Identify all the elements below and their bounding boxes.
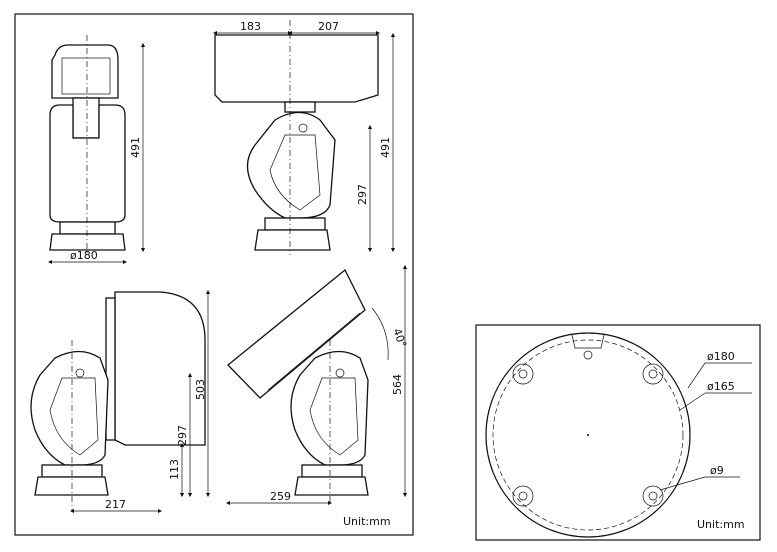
front-height-label: 491 [129,137,142,158]
left-frame [14,13,414,536]
right-frame [475,324,761,541]
side-left-width-label: 183 [240,20,261,33]
unit-label-right: Unit:mm [697,518,745,531]
mounting-holes [512,363,664,507]
front-base-diameter-label: ø180 [70,249,98,262]
plate-bolt-circle-label: ø165 [707,380,735,393]
side-view: 183 207 491 297 [212,20,396,255]
vertical-tilt-view: 503 297 113 217 [30,289,211,514]
vertical-base-height-label: 113 [168,459,181,480]
tilt-40-view: 40° 564 259 [225,264,409,506]
vertical-pivot-height-label: 297 [176,425,189,446]
tilt-height-label: 564 [391,374,404,395]
base-plate-view: ø180 ø165 ø9 Unit:mm [485,332,752,538]
unit-label-left: Unit:mm [343,515,391,528]
plate-outer-diameter-label: ø180 [707,350,735,363]
side-right-width-label: 207 [318,20,339,33]
side-pivot-height-label: 297 [356,184,369,205]
tilt-angle-label: 40° [390,327,409,350]
plate-hole-diameter-label: ø9 [710,464,724,477]
side-height-label: 491 [379,137,392,158]
vertical-depth-label: 217 [105,498,126,511]
front-view: 491 ø180 [47,35,146,265]
tilt-depth-label: 259 [270,490,291,503]
vertical-height-label: 503 [194,379,207,400]
